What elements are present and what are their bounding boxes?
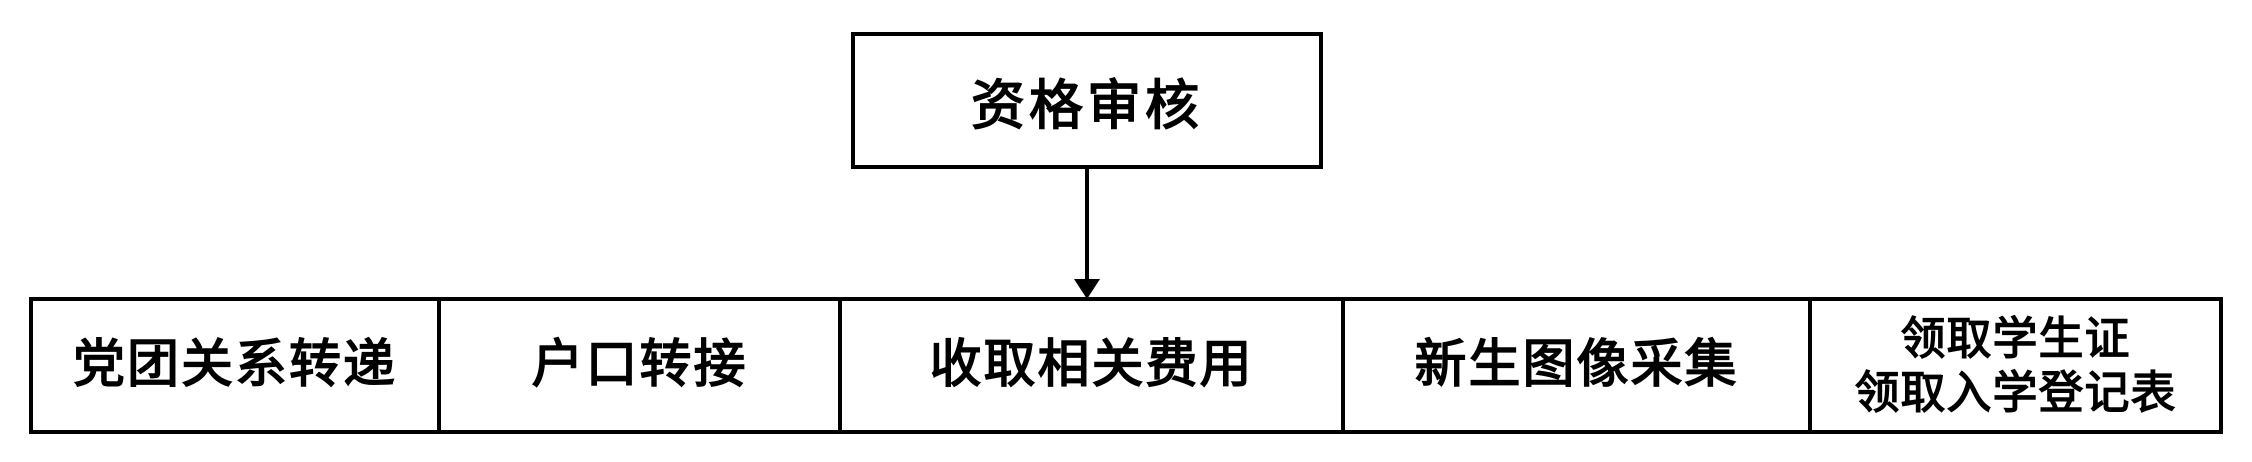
process-cell-household-registration-transfer: 户口转接 (437, 301, 838, 430)
qualification-review-box: 资格审核 (851, 32, 1323, 169)
process-row: 党团关系转递 户口转接 收取相关费用 新生图像采集 领取学生证 领取入学登记表 (29, 297, 2223, 434)
process-cell-fee-collection: 收取相关费用 (838, 301, 1341, 430)
process-cell-freshman-image-capture: 新生图像采集 (1341, 301, 1808, 430)
down-arrow-line (1085, 169, 1089, 281)
qualification-review-label: 资格审核 (971, 76, 1203, 136)
down-arrow-head-icon (1074, 279, 1100, 299)
process-cell-party-league-transfer: 党团关系转递 (72, 336, 397, 395)
process-cell-collect-student-id-registration-form: 领取学生证 领取入学登记表 (1808, 301, 2219, 430)
